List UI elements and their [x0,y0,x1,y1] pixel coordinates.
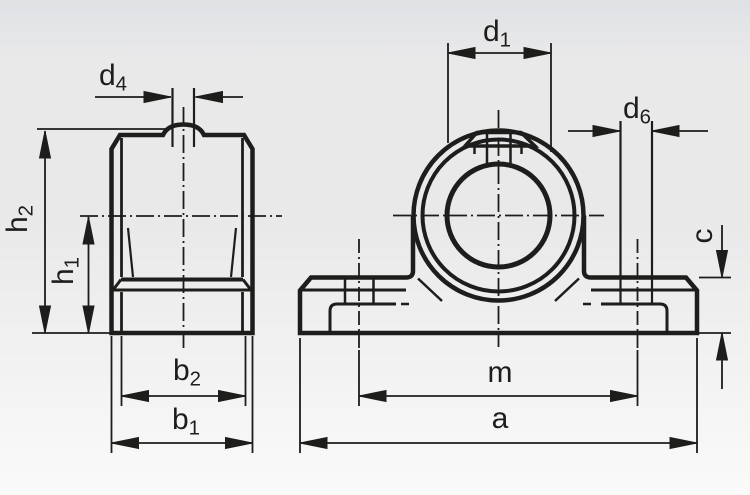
label-b2: b2 [172,354,202,391]
front-view [297,43,731,453]
label-d1: d1 [482,15,512,52]
dimension-h1 [82,216,95,334]
dimension-d4 [95,91,243,103]
label-a: a [491,402,509,435]
base-outline [297,215,700,336]
dimension-c [699,225,731,389]
dimension-a [299,338,698,453]
dimension-d1 [447,43,552,152]
dimension-h2 [32,128,167,334]
label-d4: d4 [98,59,128,96]
label-h2: h2 [1,204,38,234]
dimension-b1 [110,336,254,453]
dimension-b2 [120,336,247,406]
label-b1: b1 [171,403,201,440]
side-view-outline [109,122,255,336]
label-d6: d6 [622,92,652,129]
label-h1: h1 [47,256,84,286]
side-view [32,88,282,453]
dimension-m [358,350,639,406]
dimension-d6 [568,125,708,137]
label-m: m [487,356,513,389]
label-c: c [686,228,719,244]
